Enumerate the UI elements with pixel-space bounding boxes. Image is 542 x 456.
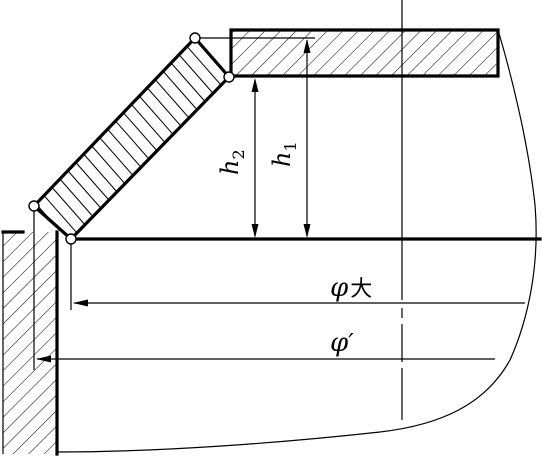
weld-hatch-line [73, 142, 128, 204]
vertex-marker [223, 71, 235, 83]
weld-hatch-line [57, 159, 112, 220]
h1-label: h1 [268, 141, 300, 167]
weld-hatch-line [177, 38, 229, 97]
vertex-marker [28, 200, 40, 212]
weld-hatch-line [153, 60, 207, 121]
h2-label: h2 [216, 149, 248, 175]
vertex-marker [189, 32, 201, 44]
weld-hatch-line [161, 51, 215, 113]
vertex-markers [28, 32, 235, 245]
vertex-marker [65, 233, 77, 245]
outer-contour [56, 29, 537, 453]
diagonal-weld-strip [31, 35, 232, 242]
weld-hatch-line [169, 43, 223, 105]
weld-hatch-line [105, 109, 160, 171]
dimension-phi-prime: φ′ [36, 328, 495, 363]
weld-hatch-line [65, 150, 120, 212]
weld-hatch-line [41, 175, 96, 237]
phi-large-label: φ大 [330, 273, 372, 303]
weld-hatch-line [89, 126, 144, 187]
projection-lines [33, 37, 315, 370]
weld-hatch-line [49, 167, 104, 229]
dimension-h2: h2 [216, 78, 259, 238]
weld-hatch-line [129, 84, 183, 146]
weld-hatch-line [113, 101, 168, 163]
weld-hatch-line [81, 134, 136, 196]
weld-hatch-line [145, 68, 199, 130]
dimension-phi-large: φ大 [73, 273, 525, 307]
weld-hatch-line [137, 76, 191, 138]
top-plate [229, 28, 500, 78]
weld-hatch-line [121, 93, 175, 154]
left-plate [1, 230, 59, 456]
weld-hatch-line [97, 117, 152, 179]
phi-prime-label: φ′ [330, 328, 354, 358]
dimension-h1: h1 [268, 39, 311, 238]
